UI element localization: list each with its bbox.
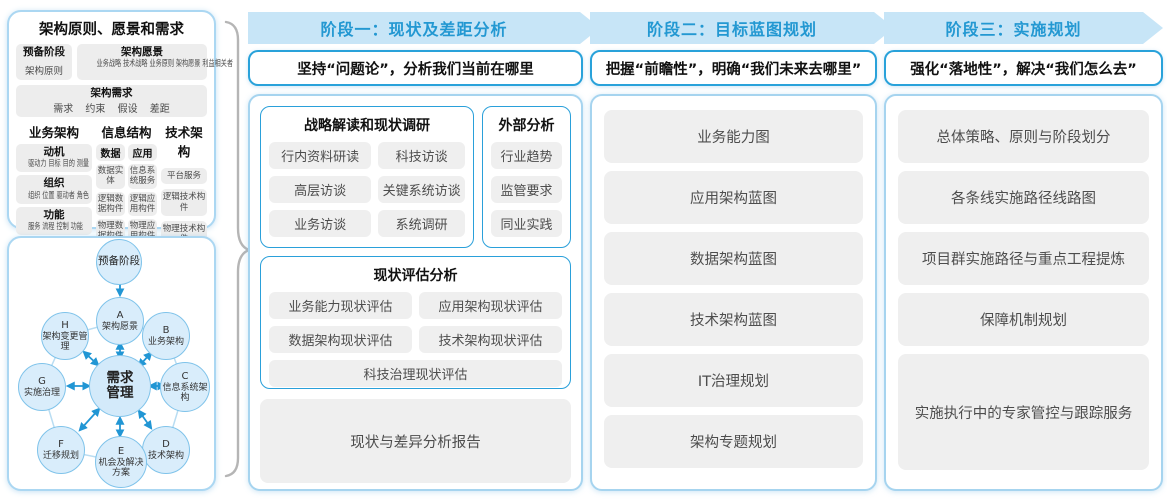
architecture-vision-chip: 架构愿景 业务战略 技术战略 业务原则 架构愿景 利益相关者 xyxy=(77,44,233,81)
phase1-subtitle: 坚持“问题论”，分析我们当前在哪里 xyxy=(248,50,583,86)
prep-phase-sub: 架构原则 xyxy=(24,66,63,78)
information-structure-header: 信息结构 xyxy=(101,125,152,141)
double-arrow-icon xyxy=(82,350,100,367)
task-chip: 科技治理现状评估 xyxy=(269,360,562,387)
function-sub: 服务 流程 控制 功能 xyxy=(28,221,83,232)
task-chip: 系统调研 xyxy=(378,210,465,237)
function-title: 功能 xyxy=(43,208,65,221)
prep-phase-title: 预备阶段 xyxy=(23,46,65,58)
phase2-subtitle: 把握“前瞻性”，明确“我们未来去哪里” xyxy=(590,50,877,86)
phase3-subtitle: 强化“落地性”，解决“我们怎么去” xyxy=(884,50,1163,86)
motivation-sub: 驱动力 目标 目的 测量 xyxy=(28,159,89,170)
adm-node-f: F 迁移规划 xyxy=(37,426,85,474)
architecture-vision-title: 架构愿景 xyxy=(121,46,163,58)
deliverable-box: 项目群实施路径与重点工程提炼 xyxy=(898,232,1149,285)
task-chip: 行内资料研读 xyxy=(269,142,372,169)
data-subcolumn: 数据 数据实体 逻辑数据构件 物理数据构件 xyxy=(96,144,125,244)
adm-node-b: B 业务架构 xyxy=(142,312,190,360)
organization-title: 组织 xyxy=(43,177,65,190)
phase2-banner: 阶段二：目标蓝图规划 xyxy=(590,12,894,44)
application-subcolumn: 应用 信息系统服务 逻辑应用构件 物理应用构件 xyxy=(128,144,157,244)
deliverable-box: 各条线实施路径线路图 xyxy=(898,171,1149,224)
adm-node-g: G 实施治理 xyxy=(18,363,66,411)
current-assessment-title: 现状评估分析 xyxy=(373,268,458,284)
prep-phase-chip: 预备阶段 架构原则 xyxy=(16,44,72,81)
data-item: 逻辑数据构件 xyxy=(96,191,125,216)
application-item: 信息系统服务 xyxy=(128,164,157,189)
deliverable-box: 保障机制规划 xyxy=(898,293,1149,346)
task-chip: 数据架构现状评估 xyxy=(269,326,412,353)
adm-node-c: C 信息系统架构 xyxy=(160,362,210,412)
current-assessment-group: 现状评估分析 业务能力现状评估 应用架构现状评估 数据架构现状评估 技术架构现状… xyxy=(260,256,571,389)
organization-chip: 组织 组织 位置 驱动者 角色 xyxy=(16,175,92,204)
adm-center-label: 需求管理 xyxy=(106,369,134,401)
phase3-banner: 阶段三：实施规划 xyxy=(884,12,1163,44)
architecture-requirements-chip: 架构需求 需求 约束 假设 差距 xyxy=(16,85,207,118)
task-chip: 关键系统访谈 xyxy=(378,176,465,203)
tech-item: 逻辑技术构件 xyxy=(161,189,207,216)
adm-node-h: H 架构变更管理 xyxy=(41,312,89,360)
adm-node-center: 需求管理 xyxy=(89,355,151,417)
external-analysis-group: 外部分析 行业趋势 监管要求 同业实践 xyxy=(482,106,571,248)
organization-sub: 组织 位置 驱动者 角色 xyxy=(28,190,89,201)
function-chip: 功能 服务 流程 控制 功能 xyxy=(16,206,92,235)
business-architecture-column: 业务架构 动机 驱动力 目标 目的 测量 组织 组织 位置 驱动者 角色 功能 … xyxy=(16,122,92,247)
architecture-requirements-sub: 需求 约束 假设 差距 xyxy=(53,104,170,116)
architecture-vision-sub: 业务战略 技术战略 业务原则 架构愿景 利益相关者 xyxy=(96,59,233,70)
adm-cycle-panel: 预备阶段 A 架构愿景 H 架构变更管理 B 业务架构 G 实施治理 C 信息系… xyxy=(7,236,216,491)
technical-architecture-column: 技术架构 平台服务 逻辑技术构件 物理技术构件 xyxy=(161,122,207,248)
task-chip: 同业实践 xyxy=(491,210,562,237)
phase1-banner: 阶段一：现状及差距分析 xyxy=(248,12,600,44)
phase3-column: 总体策略、原则与阶段划分 各条线实施路径线路图 项目群实施路径与重点工程提炼 保… xyxy=(884,94,1163,491)
task-chip: 科技访谈 xyxy=(378,142,465,169)
architecture-principles-panel: 架构原则、愿景和需求 预备阶段 架构原则 架构愿景 业务战略 技术战略 业务原则… xyxy=(7,10,233,293)
application-subheader: 应用 xyxy=(128,144,157,162)
strategy-research-group: 战略解读和现状调研 行内资料研读 科技访谈 高层访谈 关键系统访谈 业务访谈 系… xyxy=(260,106,474,248)
business-architecture-header: 业务架构 xyxy=(28,125,79,141)
adm-node-prep: 预备阶段 xyxy=(96,239,142,285)
adm-node-a: A 架构愿景 xyxy=(96,297,144,345)
deliverable-box: 总体策略、原则与阶段划分 xyxy=(898,110,1149,163)
deliverable-box: 数据架构蓝图 xyxy=(604,232,863,285)
task-chip: 业务访谈 xyxy=(269,210,372,237)
adm-node-d: D 技术架构 xyxy=(142,426,190,474)
task-chip: 应用架构现状评估 xyxy=(419,292,562,319)
double-arrow-icon xyxy=(78,407,101,432)
data-subheader: 数据 xyxy=(96,144,125,162)
adm-node-e: E 机会及解决方案 xyxy=(95,436,147,488)
application-item: 逻辑应用构件 xyxy=(128,191,157,216)
double-arrow-icon xyxy=(137,409,153,430)
phase1-column: 战略解读和现状调研 行内资料研读 科技访谈 高层访谈 关键系统访谈 业务访谈 系… xyxy=(248,94,583,491)
deliverable-box: 架构专题规划 xyxy=(604,415,863,468)
phase2-column: 业务能力图 应用架构蓝图 数据架构蓝图 技术架构蓝图 IT治理规划 架构专题规划 xyxy=(590,94,877,491)
task-chip: 行业趋势 xyxy=(491,142,562,169)
information-structure-column: 信息结构 数据 数据实体 逻辑数据构件 物理数据构件 应用 信息系统服务 逻辑应… xyxy=(96,122,157,247)
adm-node-prep-label: 预备阶段 xyxy=(98,255,140,268)
deliverable-box: 实施执行中的专家管控与跟踪服务 xyxy=(898,354,1149,470)
tech-item: 平台服务 xyxy=(161,168,207,185)
brace-icon xyxy=(224,20,252,478)
deliverable-box: 技术架构蓝图 xyxy=(604,293,863,346)
architecture-requirements-title: 架构需求 xyxy=(90,87,133,100)
panel-title: 架构原则、愿景和需求 xyxy=(39,22,184,38)
gap-analysis-report-box: 现状与差异分析报告 xyxy=(260,399,571,483)
data-item: 数据实体 xyxy=(96,164,125,189)
deliverable-box: 应用架构蓝图 xyxy=(604,171,863,224)
motivation-title: 动机 xyxy=(43,146,65,159)
external-analysis-title: 外部分析 xyxy=(498,118,555,134)
technical-architecture-header: 技术架构 xyxy=(165,125,203,160)
deliverable-box: 业务能力图 xyxy=(604,110,863,163)
task-chip: 业务能力现状评估 xyxy=(269,292,412,319)
task-chip: 技术架构现状评估 xyxy=(419,326,562,353)
task-chip: 高层访谈 xyxy=(269,176,372,203)
motivation-chip: 动机 驱动力 目标 目的 测量 xyxy=(16,144,92,173)
strategy-research-title: 战略解读和现状调研 xyxy=(304,118,430,134)
task-chip: 监管要求 xyxy=(491,176,562,203)
deliverable-box: IT治理规划 xyxy=(604,354,863,407)
